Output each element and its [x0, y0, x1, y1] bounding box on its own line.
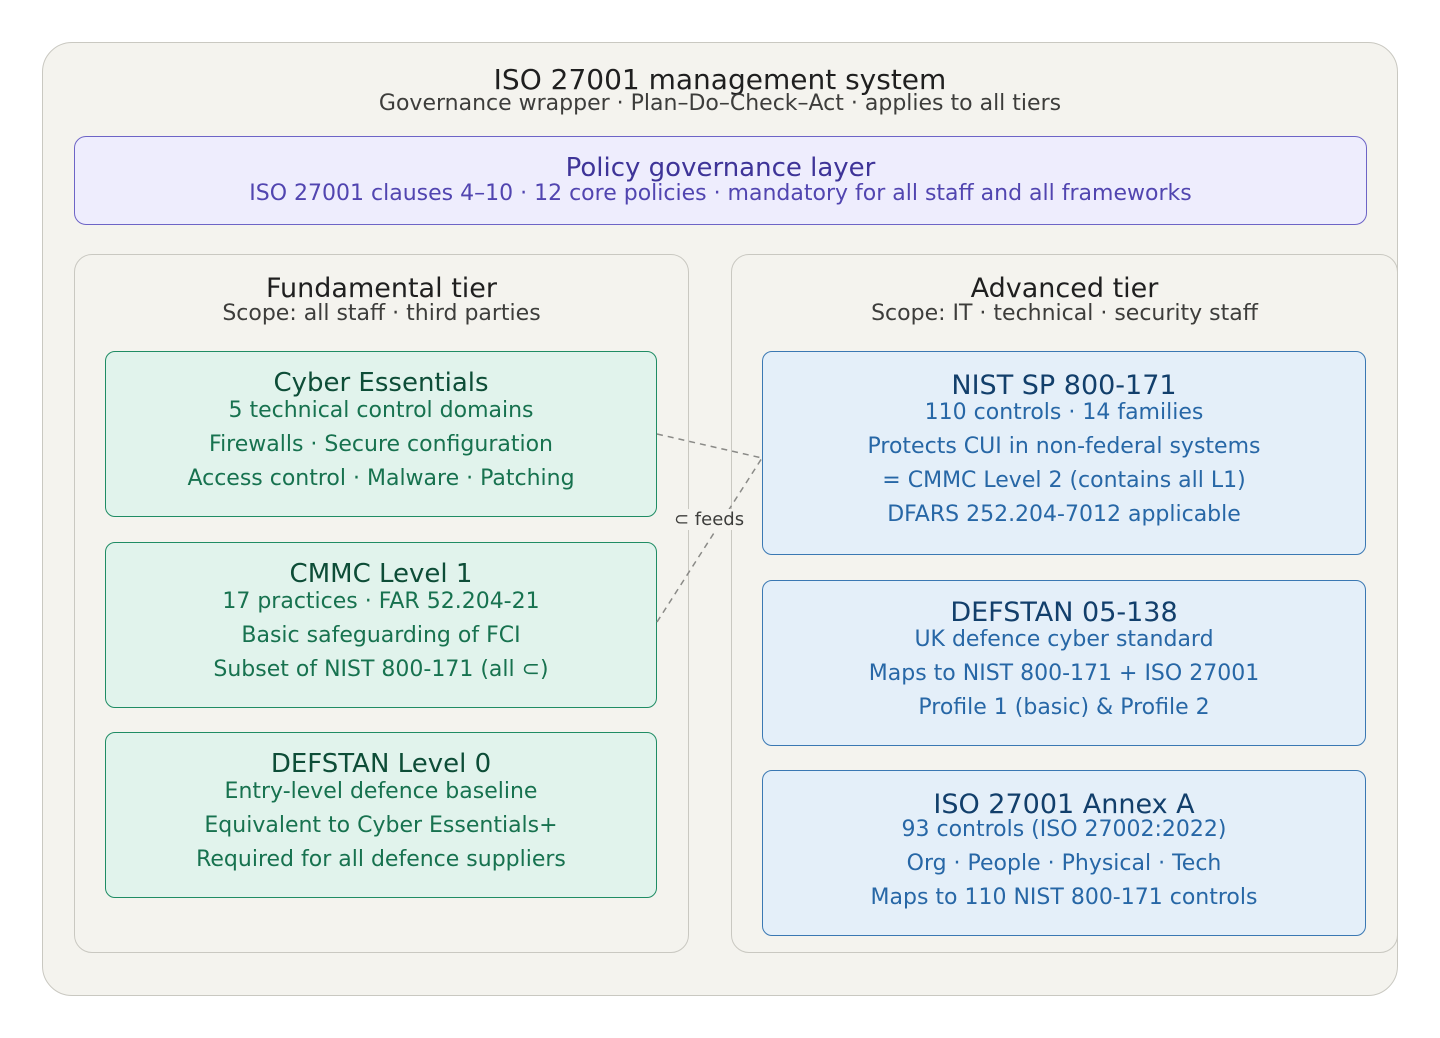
- edge-cyber-essentials-to-nist: [656, 433, 763, 459]
- box-line: = CMMC Level 2 (contains all L1): [882, 468, 1246, 493]
- box-line: 17 practices · FAR 52.204-21: [222, 589, 540, 614]
- box-line: Entry-level defence baseline: [224, 779, 538, 804]
- box-line: Org · People · Physical · Tech: [906, 851, 1222, 876]
- box-line: 5 technical control domains: [228, 398, 534, 423]
- box-title: CMMC Level 1: [289, 559, 473, 589]
- box-line: Access control · Malware · Patching: [187, 466, 575, 491]
- defstan-05-138-box: DEFSTAN 05-138 UK defence cyber standard…: [762, 580, 1366, 746]
- box-line: Profile 1 (basic) & Profile 2: [918, 695, 1210, 720]
- outer-subtitle: Governance wrapper · Plan–Do–Check–Act ·…: [378, 91, 1062, 116]
- box-title: NIST SP 800-171: [951, 370, 1177, 401]
- box-line: Maps to 110 NIST 800-171 controls: [870, 885, 1258, 910]
- box-line: Maps to NIST 800-171 + ISO 27001: [868, 661, 1260, 686]
- nist-sp-800-171-box: NIST SP 800-171 110 controls · 14 famili…: [762, 351, 1366, 555]
- cyber-essentials-box: Cyber Essentials 5 technical control dom…: [105, 351, 657, 517]
- box-line: Subset of NIST 800-171 (all ⊂): [213, 657, 549, 682]
- box-title: DEFSTAN Level 0: [270, 749, 492, 779]
- fundamental-tier-scope: Scope: all staff · third parties: [222, 301, 541, 326]
- advanced-tier-title: Advanced tier: [970, 273, 1159, 304]
- box-line: Required for all defence suppliers: [196, 847, 566, 872]
- policy-governance-layer: Policy governance layer ISO 27001 clause…: [74, 136, 1367, 225]
- box-line: 110 controls · 14 families: [924, 400, 1204, 425]
- policy-subtitle: ISO 27001 clauses 4–10 · 12 core policie…: [249, 181, 1192, 206]
- edge-label: ⊂ feeds: [672, 509, 747, 530]
- box-title: Cyber Essentials: [273, 368, 489, 398]
- box-line: Firewalls · Secure configuration: [209, 432, 553, 457]
- box-line: Equivalent to Cyber Essentials+: [204, 813, 558, 838]
- box-title: DEFSTAN 05-138: [950, 597, 1178, 628]
- box-line: 93 controls (ISO 27002:2022): [901, 817, 1227, 842]
- edge-cmmc-l1-to-nist: [656, 457, 763, 623]
- outer-title: ISO 27001 management system: [493, 63, 947, 96]
- box-line: Protects CUI in non-federal systems: [867, 434, 1261, 459]
- iso-27001-annex-a-box: ISO 27001 Annex A 93 controls (ISO 27002…: [762, 770, 1366, 936]
- box-title: ISO 27001 Annex A: [933, 789, 1195, 820]
- policy-title: Policy governance layer: [565, 153, 876, 183]
- box-line: UK defence cyber standard: [914, 627, 1214, 652]
- defstan-level-0-box: DEFSTAN Level 0 Entry-level defence base…: [105, 732, 657, 898]
- advanced-tier-scope: Scope: IT · technical · security staff: [871, 301, 1258, 326]
- cmmc-level-1-box: CMMC Level 1 17 practices · FAR 52.204-2…: [105, 542, 657, 708]
- edge-label-text: ⊂ feeds: [672, 509, 747, 530]
- fundamental-tier-title: Fundamental tier: [265, 273, 497, 304]
- box-line: Basic safeguarding of FCI: [241, 623, 521, 648]
- box-line: DFARS 252.204-7012 applicable: [887, 502, 1241, 527]
